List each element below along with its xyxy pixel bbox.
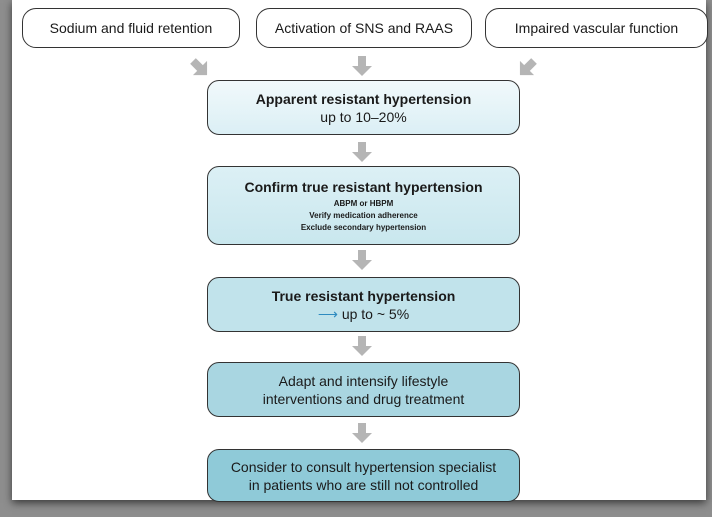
cause-sodium-retention: Sodium and fluid retention <box>22 8 240 48</box>
adapt-line: interventions and drug treatment <box>262 390 465 407</box>
true-subtitle-row: ⟶ up to ~ 5% <box>318 305 409 323</box>
consult-line: in patients who are still not controlled <box>248 476 479 493</box>
confirm-item: ABPM or HBPM <box>333 198 394 208</box>
apparent-subtitle: up to 10–20% <box>320 108 407 125</box>
arrow-down-icon <box>352 142 372 162</box>
confirm-true-box: Confirm true resistant hypertension ABPM… <box>207 166 520 245</box>
true-title: True resistant hypertension <box>271 287 456 304</box>
confirm-title: Confirm true resistant hypertension <box>244 178 483 195</box>
arrow-down-icon <box>352 423 372 443</box>
arrow-down-right-icon <box>186 54 214 82</box>
consult-specialist-box: Consider to consult hypertension special… <box>207 449 520 502</box>
apparent-title: Apparent resistant hypertension <box>255 90 472 107</box>
confirm-item: Exclude secondary hypertension <box>300 222 427 232</box>
apparent-resistant-box: Apparent resistant hypertension up to 10… <box>207 80 520 135</box>
adapt-line: Adapt and intensify lifestyle <box>278 372 449 389</box>
true-resistant-box: True resistant hypertension ⟶ up to ~ 5% <box>207 277 520 332</box>
confirm-item: Verify medication adherence <box>309 210 418 220</box>
arrow-down-icon <box>352 56 372 76</box>
adapt-treatment-box: Adapt and intensify lifestyle interventi… <box>207 362 520 417</box>
cause-sns-raas: Activation of SNS and RAAS <box>256 8 472 48</box>
arrow-down-icon <box>352 336 372 356</box>
right-arrow-icon: ⟶ <box>317 305 338 322</box>
true-subtitle: up to ~ 5% <box>341 305 410 322</box>
arrow-down-left-icon <box>513 54 541 82</box>
arrow-down-icon <box>352 250 372 270</box>
cause-vascular-function: Impaired vascular function <box>485 8 708 48</box>
consult-line: Consider to consult hypertension special… <box>230 458 497 475</box>
